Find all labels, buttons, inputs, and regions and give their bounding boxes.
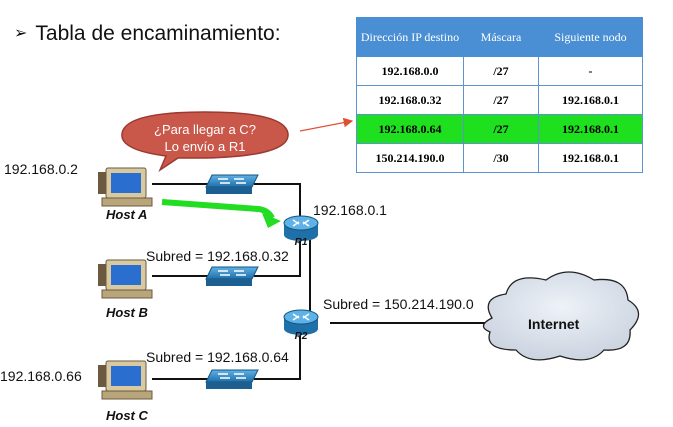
green-flow-arrow [161,199,281,228]
cell-mask: /30 [463,143,539,173]
link-switch-a-r1 [254,183,301,220]
host-a-name: Host A [106,207,148,222]
switch-b-icon [205,266,259,286]
cell-mask: /27 [463,114,539,144]
router-r2-label: R2 [295,331,308,342]
bubble-line-2: Lo envío a R1 [164,139,246,154]
cell-dest: 192.168.0.64 [356,114,464,144]
internet-label: Internet [528,316,580,332]
header-mask: Máscara [463,17,539,57]
link-switch-b-r1 [254,238,301,277]
link-switch-c-r2 [254,336,301,380]
router-r1-label: R1 [295,237,308,248]
speech-bubble [121,111,289,173]
routing-table: Dirección IP destino Máscara Siguiente n… [356,17,643,173]
router-r1-icon: R1 [283,215,319,248]
host-c-computer-icon [98,360,153,400]
table-row-highlighted: 192.168.0.64 /27 192.168.0.1 [356,114,643,144]
switch-a-icon [205,174,259,194]
subnet-b-label: Subred = 192.168.0.32 [146,248,289,264]
slide-heading: ➢ Tabla de encaminamiento: [14,22,281,46]
header-dest: Dirección IP destino [356,17,464,57]
cell-dest: 150.214.190.0 [356,143,464,173]
cell-next: 192.168.0.1 [538,114,643,144]
host-b-name: Host B [106,305,148,320]
cell-mask: /27 [463,85,539,115]
cell-dest: 192.168.0.32 [356,85,464,115]
bubble-line-1: ¿Para llegar a C? [154,122,256,137]
host-a-ip-label: 192.168.0.2 [4,161,78,177]
subnet-c-label: Subred = 192.168.0.64 [146,349,289,365]
table-row: 192.168.0.32 /27 192.168.0.1 [356,85,643,115]
host-c-name: Host C [106,408,148,423]
header-next: Siguiente nodo [538,17,643,57]
routing-table-header-row: Dirección IP destino Máscara Siguiente n… [356,17,643,57]
cell-dest: 192.168.0.0 [356,56,464,86]
host-b-computer-icon [98,259,153,299]
network-links [152,183,490,380]
subnet-wan-label: Subred = 150.214.190.0 [323,296,474,312]
cell-next: 192.168.0.1 [538,143,643,173]
router-r1-ip-label: 192.168.0.1 [313,202,387,218]
cell-mask: /27 [463,56,539,86]
heading-title: Tabla de encaminamiento: [35,22,281,45]
host-c-ip-label: 192.168.0.66 [0,368,82,384]
bullet-arrow-icon: ➢ [14,25,28,42]
cell-next: 192.168.0.1 [538,85,643,115]
cell-next: - [538,56,643,86]
switch-c-icon [205,369,259,389]
table-row: 150.214.190.0 /30 192.168.0.1 [356,143,643,173]
pointer-line [299,117,354,132]
speech-bubble-text: ¿Para llegar a C? Lo envío a R1 [136,121,274,155]
host-a-computer-icon [98,167,153,207]
table-row: 192.168.0.0 /27 - [356,56,643,86]
router-r2-icon: R2 [283,309,319,342]
internet-cloud-icon [482,271,640,361]
